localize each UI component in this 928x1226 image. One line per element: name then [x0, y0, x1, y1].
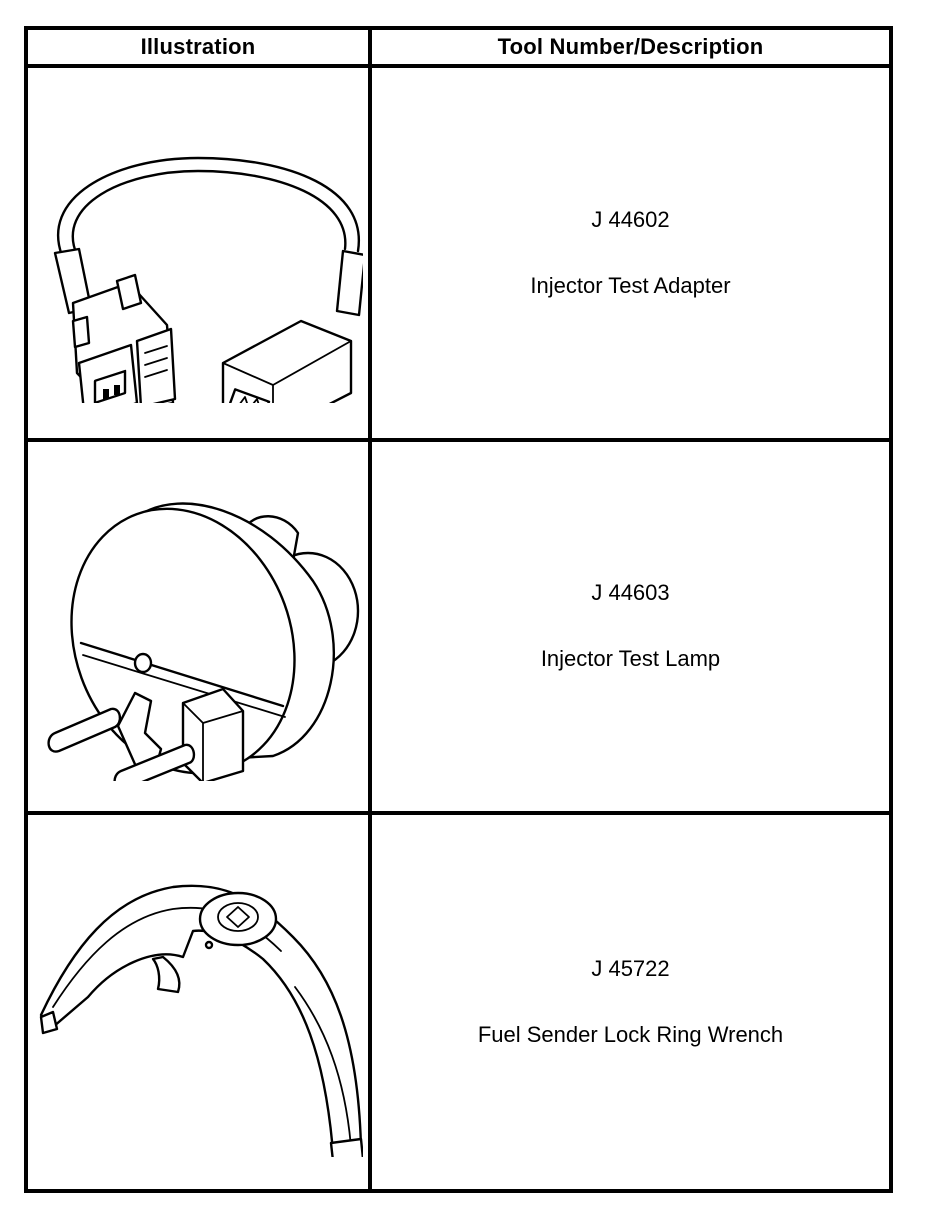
- illustration-cell-injector-test-lamp: [28, 441, 372, 816]
- header-illustration: Illustration: [28, 30, 372, 68]
- description-cell-injector-test-lamp: J 44603 Injector Test Lamp: [372, 442, 889, 816]
- description-cell-injector-test-adapter: J 44602 Injector Test Adapter: [372, 68, 889, 442]
- tool-number: J 44603: [591, 580, 670, 606]
- description-cell-fuel-sender-lock-ring-wrench: J 45722 Fuel Sender Lock Ring Wrench: [372, 815, 889, 1189]
- special-tools-table: Illustration Tool Number/Description: [24, 26, 893, 1193]
- header-tool-number-description: Tool Number/Description: [372, 30, 889, 68]
- tool-description: Fuel Sender Lock Ring Wrench: [477, 1022, 784, 1048]
- tool-number: J 44602: [591, 206, 670, 232]
- tool-description: Injector Test Lamp: [540, 646, 721, 672]
- illustration-cell-injector-test-adapter: [28, 68, 372, 442]
- tool-number: J 45722: [591, 956, 670, 982]
- injector-test-lamp-illustration: [47, 502, 360, 782]
- injector-test-adapter-illustration: [53, 156, 363, 403]
- fuel-sender-lock-ring-wrench-illustration: [39, 884, 363, 1158]
- tool-description: Injector Test Adapter: [530, 272, 731, 298]
- illustration-cell-fuel-sender-lock-ring-wrench: [28, 815, 372, 1189]
